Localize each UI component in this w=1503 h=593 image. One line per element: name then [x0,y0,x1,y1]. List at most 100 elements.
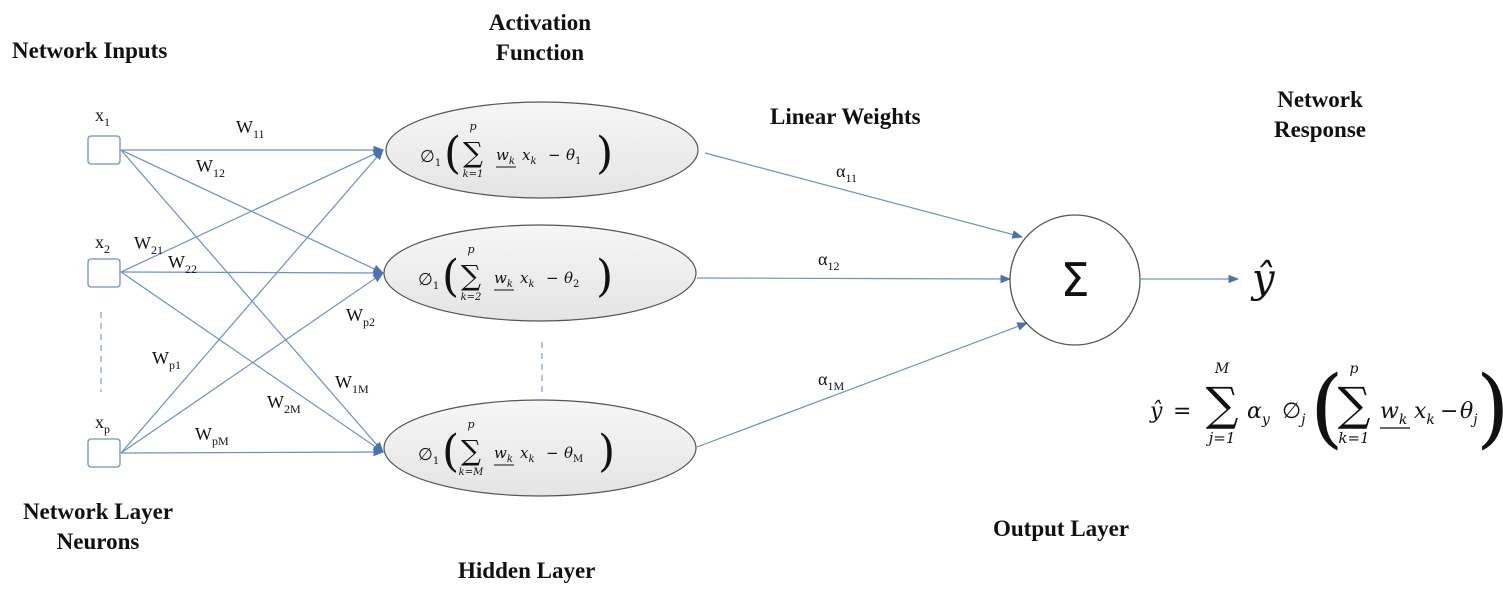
svg-text:∑: ∑ [463,136,483,169]
edge-x2-h2 [120,268,385,278]
hidden-neuron-1-function: ∅1 ( p ∑ k=1 wk xk − θ1 ) [420,120,613,180]
edge-x2-h1 [120,149,384,273]
svg-text:=: = [1173,399,1191,424]
svg-text:): ) [1476,358,1503,458]
svg-text:θj: θj [1460,399,1478,428]
svg-text:p: p [467,243,474,256]
svg-text:−: − [546,444,559,462]
svg-text:): ) [596,251,613,302]
svg-text:αy: αy [1247,399,1271,428]
svg-text:∑: ∑ [461,434,481,467]
linear-weights-heading: Linear Weights [770,104,921,129]
weight-label-alpha11: α11 [836,161,857,185]
hidden-neuron-3-ellipse [383,399,697,497]
weight-label-wpm: WpM [195,424,229,448]
svg-text:−: − [548,146,561,164]
weight-label-w22: W22 [168,252,197,276]
weight-label-w2m: W2M [267,392,301,416]
edge-xp-h1 [120,149,384,454]
svg-text:xk: xk [520,444,535,465]
svg-text:j=1: j=1 [1206,429,1236,447]
svg-text:(: ( [442,426,459,477]
svg-text:θ2: θ2 [564,269,579,290]
svg-text:wk: wk [496,146,515,167]
network-inputs-heading: Network Inputs [12,38,168,63]
svg-text:∑: ∑ [1206,377,1239,431]
svg-text:∑: ∑ [1338,377,1371,431]
svg-text:∑: ∑ [461,259,481,292]
svg-text:∅1: ∅1 [420,147,441,169]
svg-text:p: p [469,120,476,133]
activation-function-heading: Activation Function [488,10,592,65]
hidden-neuron-2: ∅1 ( p ∑ k=2 wk xk − θ2 ) [383,224,697,322]
weight-label-w21: W21 [134,233,163,257]
input-label-x1: x1 [95,105,110,129]
weight-label-alpha1m: α1M [818,369,844,393]
weight-label-alpha12: α12 [818,249,839,273]
output-formula: ŷ = M ∑ j=1 αy ∅j ( p ∑ k=1 wk xk − θj ) [1149,358,1503,458]
weight-label-wp2: Wp2 [346,305,375,329]
hidden-neuron-2-function: ∅1 ( p ∑ k=2 wk xk − θ2 ) [418,243,613,303]
svg-text:): ) [598,426,615,477]
hidden-neuron-3: ∅1 ( p ∑ k=M wk xk − θM ) [383,399,697,497]
edge-h1-out [704,152,1024,239]
svg-text:xk: xk [520,269,535,290]
svg-text:wk: wk [1380,399,1407,428]
svg-text:k=2: k=2 [461,292,482,303]
input-connections [120,145,385,457]
svg-text:∅j: ∅j [1282,399,1306,428]
input-weight-labels: W11 W12 W21 W22 Wp2 Wp1 W1M W2M WpM [134,117,375,448]
input-node-x1 [87,135,121,165]
svg-text:): ) [596,128,613,179]
output-neuron-circle [1009,214,1141,346]
edge-xp-h2 [120,272,384,454]
svg-text:k=1: k=1 [463,169,484,180]
svg-text:(: ( [1310,358,1344,458]
svg-text:∅1: ∅1 [418,270,439,292]
svg-text:xk: xk [1414,399,1435,428]
hidden-neuron-1: ∅1 ( p ∑ k=1 wk xk − θ1 ) [385,101,699,199]
weight-label-wp1: Wp1 [152,348,181,372]
svg-text:θM: θM [564,444,583,465]
svg-text:p: p [467,418,474,431]
edge-h2-out [696,274,1012,284]
weight-label-w11: W11 [236,117,265,141]
svg-text:ŷ: ŷ [1149,399,1163,424]
edge-x2-h3 [120,271,384,453]
sum-symbol: Σ [1060,253,1089,307]
svg-text:M: M [1214,361,1230,377]
network-layer-neurons-heading: Network Layer Neurons [22,499,174,554]
hidden-layer-heading: Hidden Layer [458,558,596,583]
svg-text:xk: xk [522,146,537,167]
svg-text:∅1: ∅1 [418,445,439,467]
hidden-neuron-1-ellipse [385,101,699,199]
svg-text:θ1: θ1 [566,146,581,167]
svg-text:p: p [1350,361,1359,377]
weight-label-w1m: W1M [335,372,369,396]
svg-text:(: ( [442,251,459,302]
hidden-neuron-3-function: ∅1 ( p ∑ k=M wk xk − θM ) [418,418,615,478]
svg-text:wk: wk [494,269,513,290]
svg-text:−: − [1440,399,1458,424]
input-node-xp [87,438,121,468]
svg-text:k=M: k=M [459,467,484,478]
output-connections [696,152,1240,448]
response-symbol: ŷ [1250,256,1276,302]
weight-label-w12: W12 [196,156,225,180]
svg-text:wk: wk [494,444,513,465]
input-label-x2: x2 [95,232,110,256]
edge-h3-out [696,322,1029,448]
output-neuron: Σ [1009,214,1141,346]
output-weight-labels: α11 α12 α1M [818,161,857,393]
edge-xp-h3 [120,447,385,457]
svg-text:(: ( [444,128,461,179]
svg-text:k=1: k=1 [1338,429,1369,447]
output-layer-heading: Output Layer [993,516,1130,541]
input-nodes: x1 x2 xp [87,105,121,468]
input-label-xp: xp [95,412,110,436]
input-node-x2 [87,258,121,288]
hidden-neuron-2-ellipse [383,224,697,322]
network-response-heading: Network Response [1273,87,1366,142]
svg-text:−: − [546,269,559,287]
